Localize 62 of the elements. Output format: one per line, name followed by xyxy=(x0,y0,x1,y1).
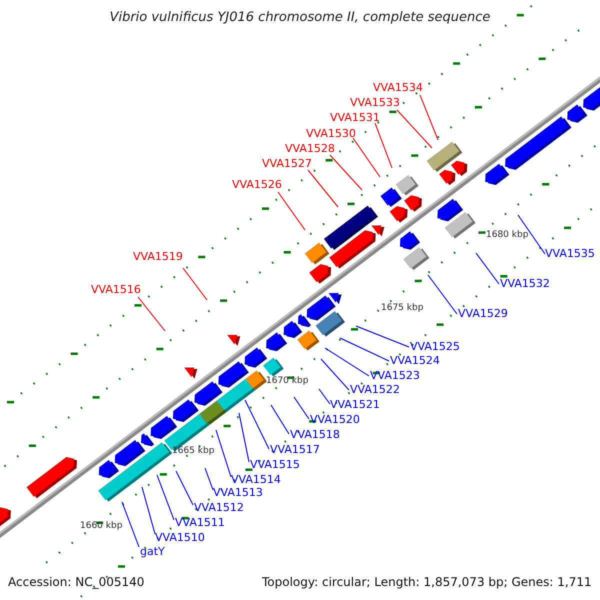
gene-label: VVA1511 xyxy=(175,517,225,528)
leader-line xyxy=(356,326,410,348)
leader-line xyxy=(320,358,350,390)
leader-line xyxy=(142,486,156,534)
gene-label: VVA1515 xyxy=(250,459,300,470)
leader-line xyxy=(318,388,330,404)
scale-label: 1680 kbp xyxy=(486,231,528,240)
scale-label: 1660 kbp xyxy=(80,522,122,531)
gene-label: VVA1523 xyxy=(370,370,420,381)
leader-line xyxy=(182,268,208,300)
leader-line xyxy=(340,338,390,362)
gene-label: VVA1532 xyxy=(500,278,550,289)
leader-line xyxy=(420,94,438,140)
gene-label: VVA1521 xyxy=(330,399,380,410)
leader-line xyxy=(122,502,140,548)
scale-label: 1665 kbp xyxy=(172,447,214,456)
gene-label: VVA1527 xyxy=(262,158,312,169)
leader-line xyxy=(396,110,432,148)
gene-label: VVA1526 xyxy=(232,179,282,190)
gene-label: VVA1525 xyxy=(410,341,460,352)
leader-line xyxy=(270,404,290,434)
gene-label: VVA1510 xyxy=(155,532,205,543)
leader-line xyxy=(428,274,458,314)
accession-text: Accession: NC_005140 xyxy=(8,576,144,588)
gene-label: VVA1522 xyxy=(350,384,400,395)
leader-line xyxy=(308,170,338,208)
gene-label: VVA1530 xyxy=(306,128,356,139)
gene-label: VVA1518 xyxy=(290,429,340,440)
leader-line xyxy=(278,192,306,230)
scale-label: 1670 kbp xyxy=(266,377,308,386)
gene-label: VVA1514 xyxy=(231,474,281,485)
gene-label: VVA1516 xyxy=(91,284,141,295)
gene-label: VVA1520 xyxy=(310,414,360,425)
gene-label: VVA1528 xyxy=(285,143,335,154)
leader-line xyxy=(330,154,362,190)
leader-line xyxy=(324,348,370,376)
leader-line xyxy=(374,122,392,168)
leader-line xyxy=(244,400,270,450)
leader-line xyxy=(216,430,232,478)
leader-line xyxy=(238,412,250,462)
gene-label: VVA1529 xyxy=(458,308,508,319)
gene-label: VVA1519 xyxy=(133,251,183,262)
leader-line xyxy=(476,252,500,284)
gene-label: VVA1513 xyxy=(213,487,263,498)
leader-line xyxy=(176,470,194,506)
gene-label: VVA1534 xyxy=(373,82,423,93)
gene-label: VVA1512 xyxy=(194,502,244,513)
gene-label: VVA1535 xyxy=(545,248,595,259)
gene-label: VVA1517 xyxy=(270,444,320,455)
gene-label: VVA1524 xyxy=(390,355,440,366)
summary-text: Topology: circular; Length: 1,857,073 bp; Genes: 1,711 xyxy=(262,576,592,588)
diagram-title: Vibrio vulnificus YJ016 chromosome II, complete sequence xyxy=(108,11,492,24)
gene-label: VVA1531 xyxy=(330,112,380,123)
gene-label: gatY xyxy=(140,546,165,557)
leader-line xyxy=(204,468,214,490)
leader-line xyxy=(138,296,166,332)
leader-line xyxy=(294,396,310,420)
leader-line xyxy=(352,138,380,178)
leader-line xyxy=(518,214,546,254)
gene-label: VVA1533 xyxy=(350,97,400,108)
leader-line xyxy=(156,474,174,520)
scale-label: 1675 kbp xyxy=(381,304,424,313)
